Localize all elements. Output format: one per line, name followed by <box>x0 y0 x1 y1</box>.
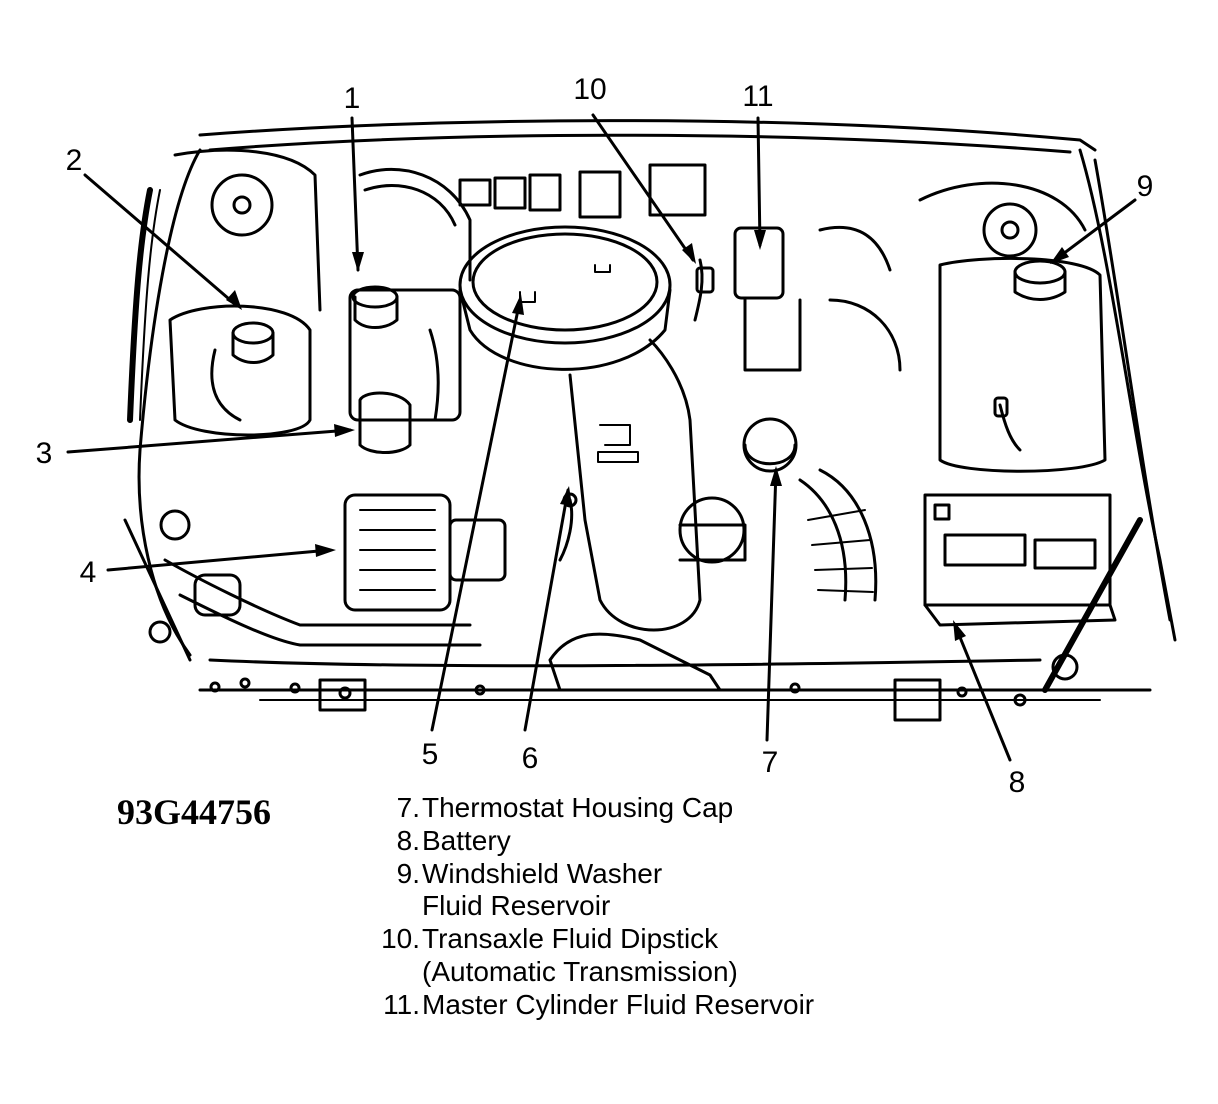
leader-1 <box>350 116 360 272</box>
callout-10: 10 <box>573 73 606 106</box>
battery <box>923 493 1143 693</box>
coolant-reservoir <box>168 304 312 437</box>
callout-labels: 1 2 3 4 5 6 7 8 9 10 11 <box>36 73 1154 799</box>
legend-text: Master Cylinder Fluid Reservoir <box>422 988 815 1020</box>
leader-9 <box>1053 198 1137 262</box>
legend-item-10: 10. Transaxle Fluid Dipstick <box>360 923 814 956</box>
arrowhead-1 <box>352 252 364 272</box>
leader-10 <box>591 113 695 262</box>
arrowhead-2 <box>226 290 242 310</box>
arrowhead-4 <box>315 544 336 557</box>
thermostat-housing <box>742 417 878 602</box>
legend-item-9: 9. Windshield Washer <box>360 858 814 891</box>
washer-reservoir <box>938 256 1107 473</box>
callout-5: 5 <box>422 738 439 771</box>
callout-3: 3 <box>36 437 53 470</box>
legend-number: 7. <box>396 792 420 823</box>
leader-2 <box>83 173 238 307</box>
arrowhead-9 <box>1050 247 1069 264</box>
arrowhead-8 <box>953 620 966 641</box>
figure-id: 93G44756 <box>117 792 272 832</box>
leader-3 <box>66 428 352 454</box>
legend-item-8: 8. Battery <box>360 825 814 858</box>
compartment-outline <box>123 119 1177 701</box>
arrowhead-3 <box>334 424 355 437</box>
leader-5 <box>430 298 522 732</box>
relay-block <box>458 163 707 219</box>
legend-number: 11. <box>383 988 420 1020</box>
air-cleaner <box>458 225 702 632</box>
callout-7: 7 <box>762 746 779 779</box>
leader-arrowheads <box>226 230 1069 641</box>
callout-8: 8 <box>1009 766 1026 799</box>
leader-lines <box>66 113 1137 762</box>
legend-number: 8. <box>396 824 420 856</box>
leader-7 <box>765 468 778 742</box>
arrowhead-10 <box>682 243 696 264</box>
left-strut-tower <box>127 148 322 423</box>
legend-text-continued: (Automatic Transmission) <box>422 955 738 987</box>
legend-text: Transaxle Fluid Dipstick <box>422 923 719 955</box>
leader-6 <box>523 488 570 732</box>
legend-text: Battery <box>422 824 511 856</box>
leader-8 <box>953 623 1012 762</box>
legend-item-7: 7. Thermostat Housing Cap <box>360 792 814 825</box>
arrowhead-7 <box>770 466 782 486</box>
arrowhead-5 <box>512 294 524 315</box>
legend-text-continued: Fluid Reservoir <box>422 890 611 922</box>
callout-2: 2 <box>66 144 83 177</box>
arrowhead-6 <box>560 486 572 506</box>
callout-6: 6 <box>522 742 539 775</box>
master-cylinder <box>693 225 902 372</box>
leader-11 <box>756 116 762 247</box>
legend-text: Windshield Washer <box>422 857 663 889</box>
legend-item-11: 11. Master Cylinder Fluid Reservoir <box>360 989 814 1022</box>
callout-1: 1 <box>344 82 361 115</box>
right-strut-tower <box>918 181 1087 258</box>
legend-number: 10. <box>381 923 420 955</box>
callout-11: 11 <box>742 80 773 113</box>
leader-4 <box>106 548 332 572</box>
parts-legend: 7. Thermostat Housing Cap 8. Battery 9. … <box>360 792 814 1022</box>
power-steering-reservoir <box>348 167 472 422</box>
legend-number: 9. <box>396 857 420 889</box>
callout-9: 9 <box>1137 170 1154 203</box>
legend-text: Thermostat Housing Cap <box>422 792 734 823</box>
callout-4: 4 <box>80 556 97 589</box>
fluid-reservoir-3 <box>358 328 440 454</box>
arrowhead-11 <box>754 230 766 250</box>
alternator <box>148 493 507 647</box>
radiator-support <box>209 632 1027 722</box>
